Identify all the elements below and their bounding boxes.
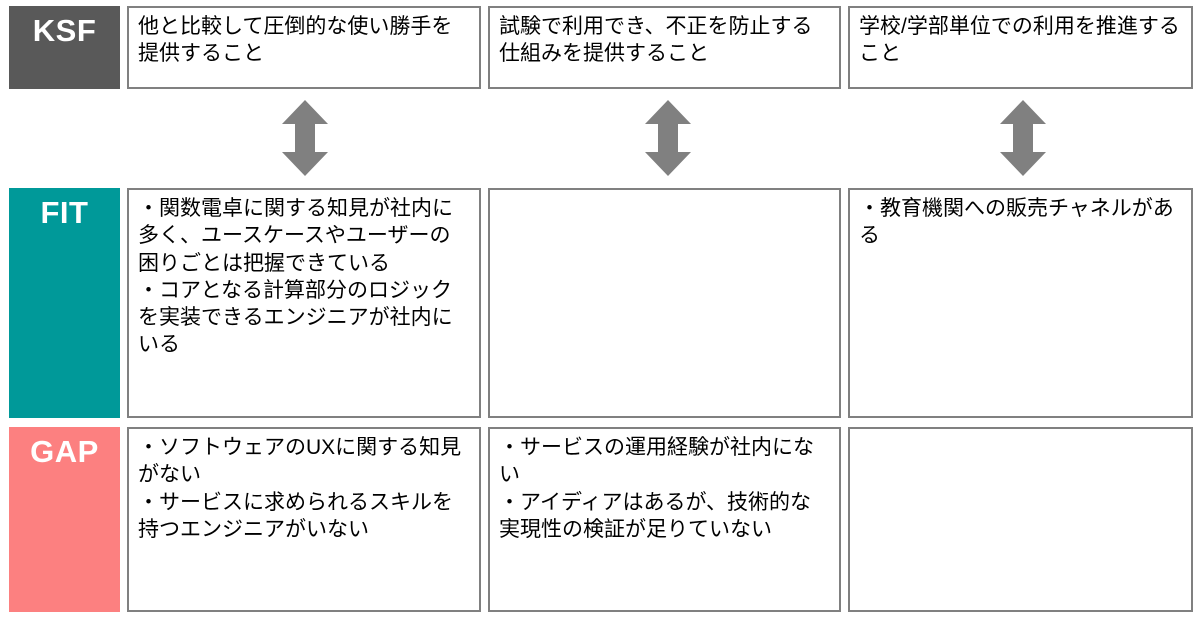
row-label-gap-text: GAP xyxy=(30,434,99,469)
cell-fit-col3: ・教育機関への販売チャネルがある xyxy=(848,188,1193,418)
cell-gap-col2: ・サービスの運用経験が社内にない ・アイディアはあるが、技術的な実現性の検証が足… xyxy=(488,427,841,612)
cell-fit-col2 xyxy=(488,188,841,418)
cell-ksf-col1: 他と比較して圧倒的な使い勝手を提供すること xyxy=(127,6,481,89)
row-label-ksf: KSF xyxy=(9,6,120,89)
cell-gap-col1: ・ソフトウェアのUXに関する知見がない ・サービスに求められるスキルを持つエンジ… xyxy=(127,427,481,612)
row-label-fit-text: FIT xyxy=(40,195,89,230)
up-down-arrow-icon-column-1 xyxy=(282,100,328,176)
row-label-gap: GAP xyxy=(9,427,120,612)
cell-ksf-col2: 試験で利用でき、不正を防止する仕組みを提供すること xyxy=(488,6,841,89)
up-down-arrow-icon-column-2 xyxy=(645,100,691,176)
cell-ksf-col3: 学校/学部単位での利用を推進すること xyxy=(848,6,1193,89)
cell-fit-col1: ・関数電卓に関する知見が社内に多く、ユースケースやユーザーの困りごとは把握できて… xyxy=(127,188,481,418)
cell-gap-col3 xyxy=(848,427,1193,612)
up-down-arrow-icon-column-3 xyxy=(1000,100,1046,176)
row-label-fit: FIT xyxy=(9,188,120,418)
row-label-ksf-text: KSF xyxy=(32,13,97,48)
